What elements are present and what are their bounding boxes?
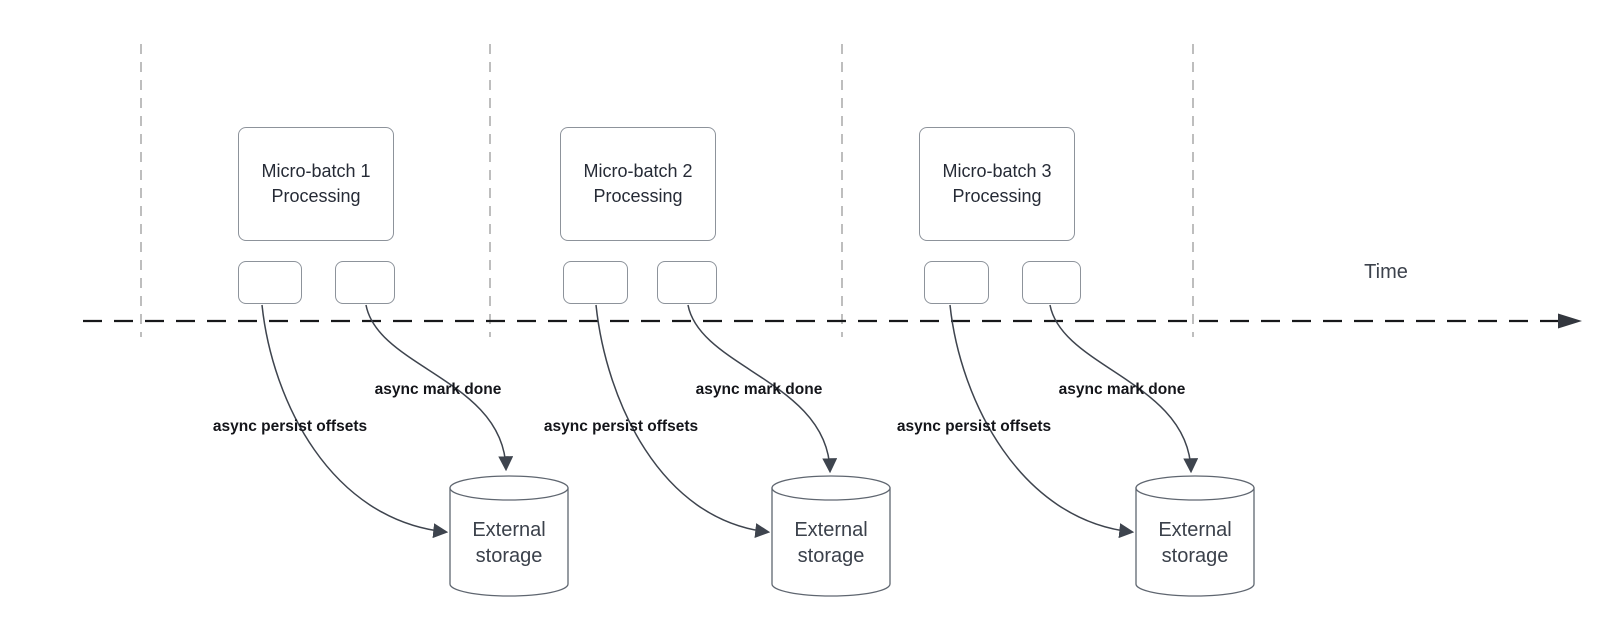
mark-done-label-1: async mark done xyxy=(374,381,502,398)
mark-done-arrow-3 xyxy=(1049,304,1199,474)
micro-batch-1-title-line2: Processing xyxy=(271,186,361,206)
external-storage-cylinder-2 xyxy=(771,475,891,597)
external-storage-label-1-line2: storage xyxy=(475,545,543,567)
persist-offsets-label-3: async persist offsets xyxy=(896,418,1052,435)
external-storage-cylinder-1 xyxy=(449,475,569,597)
external-storage-label-1-line1: External xyxy=(472,519,546,541)
time-axis-arrowhead-icon xyxy=(1558,313,1582,329)
micro-batch-2-offsets-task-box xyxy=(563,261,628,304)
micro-batch-1-processing-box: Micro-batch 1 Processing xyxy=(238,127,394,241)
external-storage-label-3-line1: External xyxy=(1158,519,1232,541)
micro-batch-2-processing-box: Micro-batch 2 Processing xyxy=(560,127,716,241)
micro-batch-3-title-line1: Micro-batch 3 xyxy=(942,161,1052,181)
external-storage-label-1: External storage xyxy=(450,517,568,569)
micro-batch-2-title-line1: Micro-batch 2 xyxy=(583,161,693,181)
mark-done-label-2: async mark done xyxy=(695,381,823,398)
persist-offsets-label-2: async persist offsets xyxy=(543,418,699,435)
time-axis-label: Time xyxy=(1364,261,1408,283)
persist-offsets-arrow-2 xyxy=(595,304,771,539)
micro-batch-1-offsets-task-box xyxy=(238,261,302,304)
micro-batch-3-markdone-task-box xyxy=(1022,261,1081,304)
micro-batch-3-offsets-task-box xyxy=(924,261,989,304)
persist-offsets-arrow-3 xyxy=(949,304,1135,539)
micro-batch-3-title-line2: Processing xyxy=(952,186,1042,206)
mark-done-arrow-1 xyxy=(365,304,514,472)
external-storage-label-3: External storage xyxy=(1136,517,1254,569)
external-storage-label-2: External storage xyxy=(772,517,890,569)
external-storage-label-3-line2: storage xyxy=(1161,545,1229,567)
external-storage-label-2-line2: storage xyxy=(797,545,865,567)
persist-offsets-arrow-1 xyxy=(261,304,449,539)
persist-offsets-label-1: async persist offsets xyxy=(212,418,368,435)
external-storage-cylinder-3 xyxy=(1135,475,1255,597)
micro-batch-2-markdone-task-box xyxy=(657,261,717,304)
mark-done-arrow-2 xyxy=(687,304,838,474)
micro-batch-3-processing-box: Micro-batch 3 Processing xyxy=(919,127,1075,241)
mark-done-label-3: async mark done xyxy=(1058,381,1186,398)
micro-batch-1-title-line1: Micro-batch 1 xyxy=(261,161,371,181)
micro-batch-1-markdone-task-box xyxy=(335,261,395,304)
external-storage-label-2-line1: External xyxy=(794,519,868,541)
micro-batch-2-title-line2: Processing xyxy=(593,186,683,206)
